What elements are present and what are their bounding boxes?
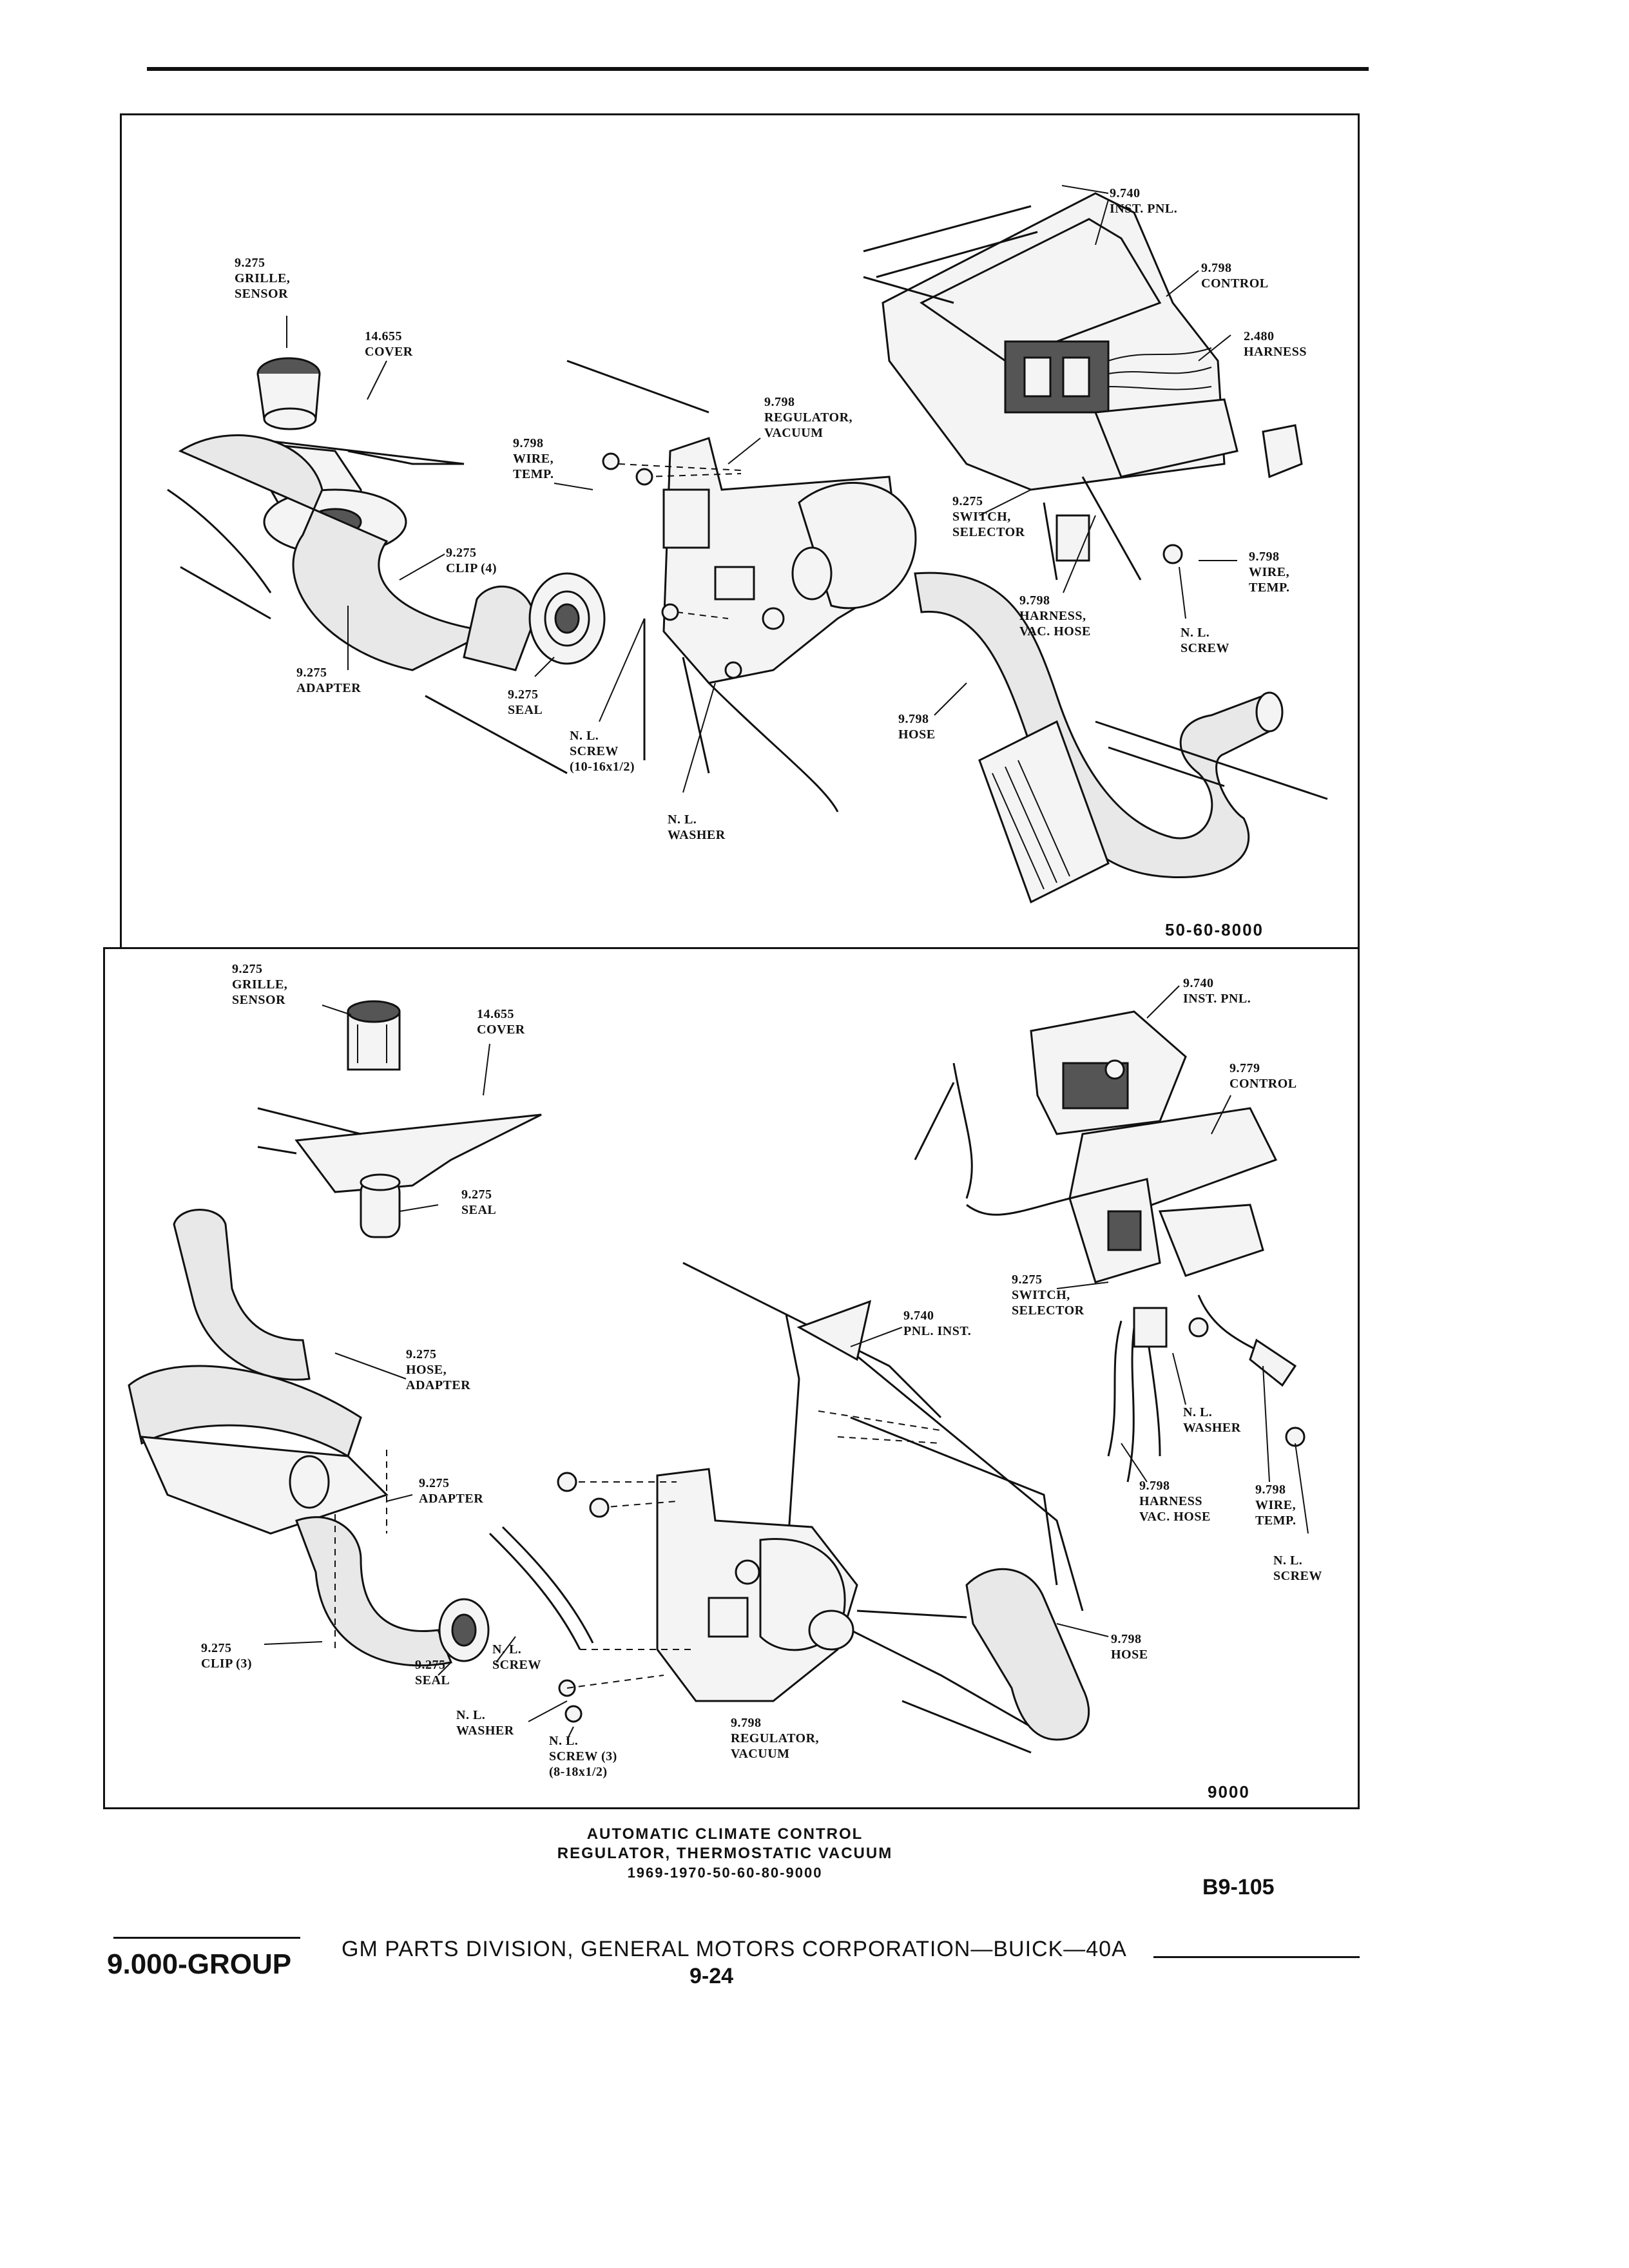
top-callout-switch-selector: 9.275 SWITCH, SELECTOR — [952, 494, 1025, 539]
top-callout-wire-temp-2: 9.798 WIRE, TEMP. — [1249, 550, 1290, 595]
top-seal — [463, 572, 606, 671]
top-vacuum-regulator — [602, 437, 917, 812]
bottom-callout-nl-screw-2: N. L. SCREW — [492, 1642, 541, 1672]
footer-page: 9-24 — [689, 1964, 734, 1988]
header-rule — [147, 67, 1369, 71]
top-callout-seal: 9.275 SEAL — [508, 687, 543, 717]
top-callout-harness-vac-hose: 9.798 HARNESS, VAC. HOSE — [1019, 593, 1091, 639]
bottom-callout-seal-2: 9.275 SEAL — [415, 1658, 450, 1687]
top-leader-lines — [286, 185, 1237, 793]
bottom-callout-nl-screw: N. L. SCREW — [1273, 1553, 1322, 1583]
bottom-callout-hose: 9.798 HOSE — [1111, 1632, 1148, 1662]
bottom-grille-cover — [257, 1000, 542, 1238]
bottom-callout-nl-screw-8: N. L. SCREW (3) (8-18x1/2) — [549, 1734, 617, 1779]
bottom-callout-hose-adapter: 9.275 HOSE, ADAPTER — [406, 1347, 471, 1392]
top-callout-adapter: 9.275 ADAPTER — [296, 666, 361, 695]
footer-publisher: GM PARTS DIVISION, GENERAL MOTORS CORPOR… — [342, 1937, 1127, 1961]
bottom-callout-nl-washer: N. L. WASHER — [1183, 1405, 1241, 1435]
top-callout-nl-screw: N. L. SCREW — [1181, 626, 1229, 655]
bottom-callout-cover: 14.655 COVER — [477, 1007, 525, 1037]
bottom-callout-control: 9.779 CONTROL — [1229, 1061, 1297, 1091]
top-control-assembly — [863, 192, 1303, 581]
bottom-panel-reference: 9000 — [1208, 1782, 1250, 1802]
top-callout-cover: 14.655 COVER — [365, 329, 413, 359]
top-callout-inst-pnl: 9.740 INST. PNL. — [1110, 186, 1178, 216]
bottom-vacuum-regulator — [488, 1468, 858, 1723]
bottom-callout-nl-washer-2: N. L. WASHER — [456, 1708, 514, 1738]
top-grille-adapter — [167, 357, 493, 671]
bottom-leader-lines — [264, 985, 1309, 1740]
top-callout-control: 9.798 CONTROL — [1201, 261, 1269, 291]
top-callout-wire-temp: 9.798 WIRE, TEMP. — [513, 436, 554, 481]
footer-group: 9.000-GROUP — [107, 1948, 292, 1980]
top-callout-regulator-vacuum: 9.798 REGULATOR, VACUUM — [764, 395, 853, 440]
top-callout-hose: 9.798 HOSE — [898, 712, 936, 742]
caption-line-3: 1969-1970-50-60-80-9000 — [627, 1865, 823, 1881]
plate-number: B9-105 — [1202, 1875, 1275, 1899]
caption-line-2: REGULATOR, THERMOSTATIC VACUUM — [557, 1845, 893, 1862]
footer-rule-left — [113, 1937, 300, 1939]
bottom-callout-clip: 9.275 CLIP (3) — [201, 1641, 252, 1671]
top-callout-nl-washer: N. L. WASHER — [668, 812, 726, 842]
bottom-callout-seal: 9.275 SEAL — [461, 1187, 497, 1217]
bottom-callout-grille-sensor: 9.275 GRILLE, SENSOR — [232, 962, 288, 1007]
top-callout-harness: 2.480 HARNESS — [1244, 329, 1307, 359]
top-vacuum-hose — [914, 572, 1328, 904]
top-panel-reference: 50-60-8000 — [1165, 920, 1264, 939]
bottom-callout-switch-selector: 9.275 SWITCH, SELECTOR — [1012, 1273, 1084, 1318]
bottom-hose-adapter — [128, 1209, 490, 1667]
bottom-callout-inst-pnl: 9.740 INST. PNL. — [1183, 976, 1251, 1006]
bottom-callout-adapter: 9.275 ADAPTER — [419, 1476, 484, 1506]
bottom-callout-harness-vac-hose: 9.798 HARNESS VAC. HOSE — [1139, 1479, 1211, 1524]
footer-rule-right — [1153, 1956, 1360, 1958]
bottom-vacuum-hose — [856, 1568, 1090, 1741]
bottom-callout-regulator-vacuum: 9.798 REGULATOR, VACUUM — [731, 1716, 820, 1761]
caption-line-1: AUTOMATIC CLIMATE CONTROL — [586, 1825, 863, 1843]
bottom-callout-wire-temp: 9.798 WIRE, TEMP. — [1255, 1483, 1296, 1528]
top-callout-clip: 9.275 CLIP (4) — [446, 546, 497, 575]
top-callout-nl-screw-10: N. L. SCREW (10-16x1/2) — [570, 729, 635, 774]
top-callout-grille-sensor: 9.275 GRILLE, SENSOR — [235, 256, 291, 301]
bottom-callout-pnl-inst: 9.740 PNL. INST. — [903, 1309, 972, 1338]
